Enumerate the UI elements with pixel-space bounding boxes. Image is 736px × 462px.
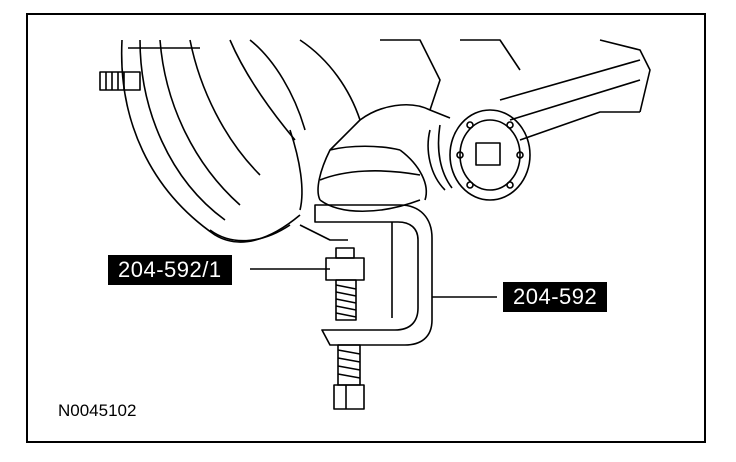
c-clamp-tool xyxy=(299,204,433,346)
leader-lines xyxy=(250,268,497,298)
bushing xyxy=(427,109,531,201)
callout-tool-204-592: 204-592 xyxy=(503,282,608,312)
callout-tool-204-592-1: 204-592/1 xyxy=(108,255,232,285)
wheel-stud xyxy=(99,71,141,91)
figure-code: N0045102 xyxy=(58,401,137,420)
brake-disc xyxy=(120,39,306,243)
forcing-screw xyxy=(325,247,365,410)
